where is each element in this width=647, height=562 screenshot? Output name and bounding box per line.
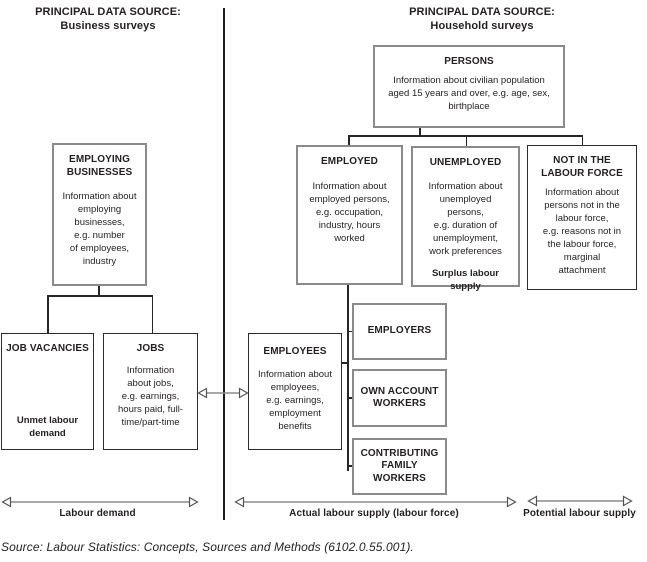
job-vacancies-unmet-label: Unmet labour demand — [16, 415, 79, 439]
unemployed-body: Information about unemployed persons, e.… — [428, 180, 503, 257]
employing-businesses-title: EMPLOYING BUSINESSES — [66, 154, 133, 178]
connector-line — [348, 135, 350, 145]
box-job-vacancies: JOB VACANCIES Unmet labour demand — [1, 333, 94, 450]
not-in-labour-force-title: NOT IN THE LABOUR FORCE — [541, 155, 623, 179]
connector-line — [47, 295, 153, 297]
actual-labour-supply-double-arrow-icon — [234, 496, 517, 508]
own-account-workers-title: OWN ACCOUNT WORKERS — [360, 385, 439, 410]
header-household-surveys: PRINCIPAL DATA SOURCE: Household surveys — [409, 6, 555, 32]
unemployed-surplus-label: Surplus labour supply — [431, 267, 500, 292]
box-employees: EMPLOYEES Information about employees, e… — [248, 333, 342, 450]
box-persons: PERSONS Information about civilian popul… — [373, 45, 565, 128]
employing-businesses-body: Information about employing businesses, … — [62, 191, 137, 267]
box-employers: EMPLOYERS — [352, 303, 447, 360]
labour-demand-label: Labour demand — [59, 508, 136, 519]
box-jobs: JOBS Information about jobs, e.g. earnin… — [103, 333, 198, 450]
labour-demand-double-arrow-icon — [1, 496, 199, 508]
connector-line — [348, 330, 353, 332]
persons-body: Information about civilian population ag… — [388, 74, 550, 112]
potential-labour-supply-label: Potential labour supply — [523, 508, 636, 519]
box-employing-businesses: EMPLOYING BUSINESSES Information about e… — [52, 143, 147, 286]
box-contributing-family-workers: CONTRIBUTING FAMILY WORKERS — [352, 438, 447, 495]
connector-line — [347, 285, 349, 471]
not-in-labour-force-body: Information about persons not in the lab… — [542, 187, 622, 276]
box-employed: EMPLOYED Information about employed pers… — [296, 145, 403, 285]
source-citation: Source: Labour Statistics: Concepts, Sou… — [1, 540, 414, 554]
connector-line — [98, 286, 100, 296]
jobs-employees-double-arrow-icon — [197, 387, 249, 399]
box-unemployed: UNEMPLOYED Information about unemployed … — [411, 146, 520, 292]
connector-line — [419, 127, 421, 136]
employed-title: EMPLOYED — [321, 156, 378, 167]
connector-line — [341, 362, 348, 364]
connector-line — [465, 135, 467, 146]
contributing-family-workers-title: CONTRIBUTING FAMILY WORKERS — [360, 447, 439, 484]
box-own-account-workers: OWN ACCOUNT WORKERS — [352, 369, 447, 427]
box-not-in-labour-force: NOT IN THE LABOUR FORCE Information abou… — [527, 145, 637, 290]
connector-line — [47, 295, 49, 333]
connector-line — [151, 295, 153, 333]
divider-line — [223, 8, 225, 520]
connector-line — [348, 465, 353, 467]
unemployed-title: UNEMPLOYED — [429, 157, 502, 168]
persons-title: PERSONS — [444, 56, 494, 67]
jobs-title: JOBS — [136, 343, 165, 354]
employed-body: Information about employed persons, e.g.… — [309, 180, 390, 244]
actual-labour-supply-label: Actual labour supply (labour force) — [289, 508, 459, 519]
employees-title: EMPLOYEES — [263, 346, 327, 357]
potential-labour-supply-double-arrow-icon — [527, 495, 633, 507]
employers-title: EMPLOYERS — [367, 325, 432, 337]
connector-line — [581, 135, 583, 145]
job-vacancies-title: JOB VACANCIES — [6, 343, 89, 354]
connector-line — [348, 397, 353, 399]
header-business-surveys: PRINCIPAL DATA SOURCE: Business surveys — [35, 6, 181, 32]
employees-body: Information about employees, e.g. earnin… — [258, 368, 332, 432]
jobs-body: Information about jobs, e.g. earnings, h… — [118, 364, 183, 428]
